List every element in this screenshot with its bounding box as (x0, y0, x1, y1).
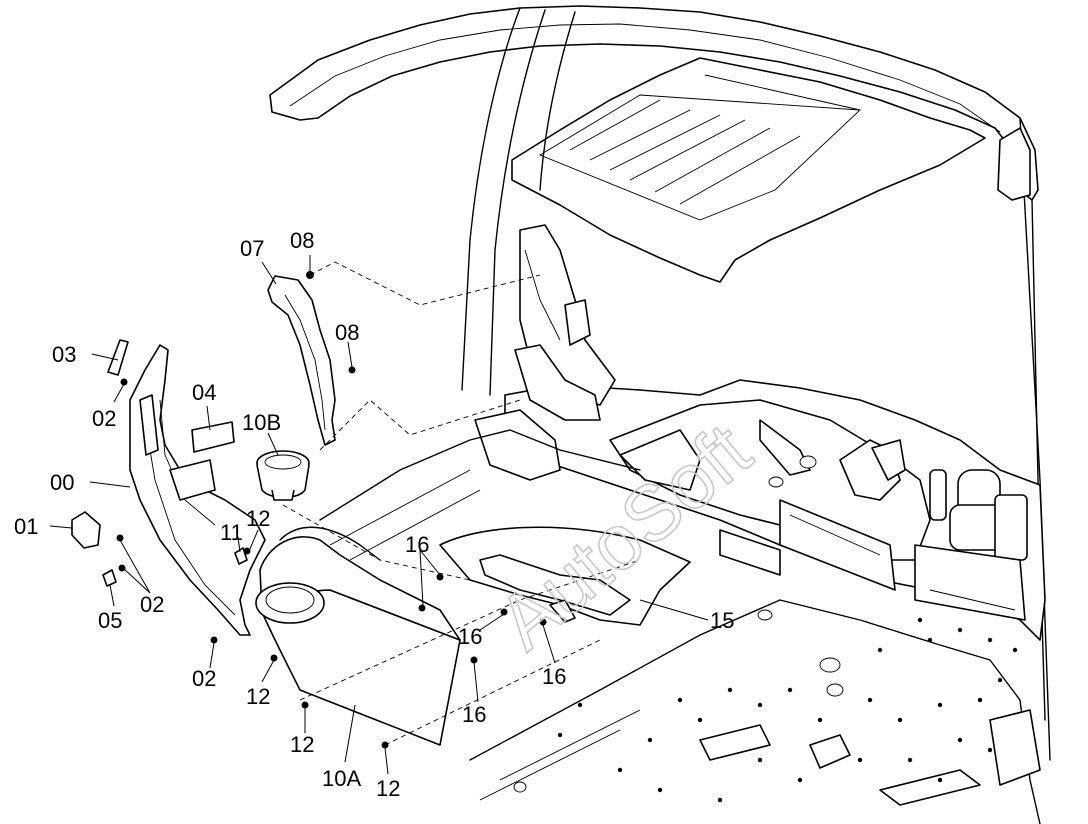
seat-mount-structure (474, 224, 616, 481)
callout-16-d: 16 (462, 702, 486, 727)
part-00-left-trim (129, 344, 266, 636)
callout-02-lower: 02 (192, 666, 216, 691)
floor-hole (677, 697, 683, 703)
callout-00: 00 (50, 470, 74, 495)
explode-lines (282, 261, 641, 746)
callout-02-upper: 02 (92, 406, 116, 431)
callout-15: 15 (710, 608, 734, 633)
callout-labels: 07 08 08 03 02 04 10B 00 01 11 12 05 02 … (14, 228, 734, 801)
floor-hole (987, 637, 993, 643)
floor-hole (817, 717, 823, 723)
part-03-bracket (107, 339, 129, 376)
floor-hole (717, 797, 723, 803)
floor-hole (697, 717, 703, 723)
floor-hole (657, 787, 663, 793)
floor-hole (797, 777, 803, 783)
callout-11: 11 (220, 520, 243, 545)
floor-hole (917, 617, 923, 623)
callout-12-upper: 12 (246, 506, 270, 531)
rear-wall-panel (504, 379, 1046, 641)
floor-hole (877, 647, 883, 653)
cab-floor (319, 429, 1041, 824)
callout-10A: 10A (322, 766, 361, 791)
floor-hole (647, 737, 653, 743)
callout-10B: 10B (242, 410, 281, 435)
floor-hole (787, 687, 793, 693)
callout-12-bottom: 12 (376, 776, 400, 801)
callout-03: 03 (52, 342, 76, 367)
floor-hole (727, 687, 733, 693)
callout-08-top: 08 (290, 228, 314, 253)
floor-hole (857, 757, 863, 763)
floor-hole (557, 732, 563, 738)
callout-02-middle: 02 (140, 592, 164, 617)
floor-hole (957, 627, 963, 633)
callout-12-left: 12 (246, 684, 270, 709)
floor-holes (557, 617, 1018, 803)
floor-hole (937, 702, 943, 708)
callout-05: 05 (98, 608, 122, 633)
part-10B-cup-holder (256, 450, 310, 501)
floor-hole (757, 702, 763, 708)
floor-hole (617, 767, 623, 773)
floor-hole (927, 637, 933, 643)
floor-hole (757, 757, 763, 763)
cab-frame (269, 5, 1051, 761)
leader-lines (49, 255, 709, 775)
callout-07: 07 (240, 236, 264, 261)
part-15-console-cover (439, 526, 691, 626)
floor-hole (867, 697, 873, 703)
floor-hole (997, 677, 1003, 683)
floor-hole (957, 737, 963, 743)
callout-01: 01 (14, 514, 38, 539)
floor-hole (987, 747, 993, 753)
part-04-pad (191, 421, 235, 453)
part-01-clip (71, 511, 101, 549)
callout-08-mid: 08 (335, 320, 359, 345)
callout-04: 04 (192, 380, 216, 405)
part-10A-front-cover (255, 526, 461, 746)
floor-hole (907, 757, 913, 763)
part-05-bolt (102, 569, 117, 587)
callout-16-b: 16 (458, 624, 482, 649)
floor-hole (577, 702, 583, 708)
floor-hole (1012, 647, 1018, 653)
callout-12-mid: 12 (290, 732, 314, 757)
part-07-pillar-trim (267, 275, 336, 446)
floor-hole (897, 717, 903, 723)
callout-16-a: 16 (405, 532, 429, 557)
fasteners (116, 271, 547, 749)
floor-hole (977, 697, 983, 703)
callout-16-c: 16 (542, 664, 566, 689)
floor-hole (937, 777, 943, 783)
